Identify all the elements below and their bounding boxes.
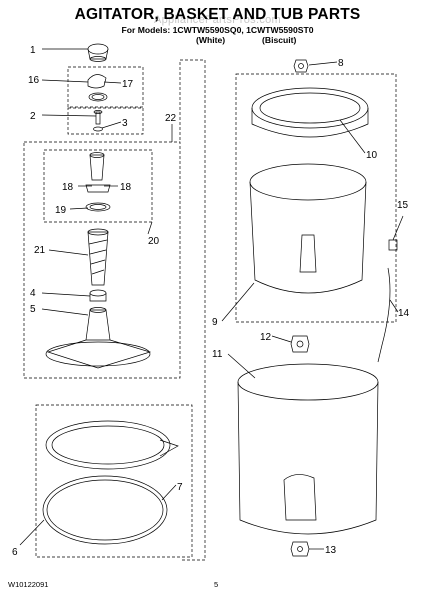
part-7-gasket: [42, 475, 168, 545]
group-box-16-17: [67, 66, 144, 108]
callout-15: 15: [397, 200, 409, 211]
callout-5: 5: [30, 304, 36, 315]
callout-19: 19: [55, 205, 67, 216]
part-3-washer: [93, 126, 103, 132]
group-box-2-3: [67, 107, 144, 135]
part-8-nut: [293, 59, 309, 73]
callout-9: 9: [212, 317, 218, 328]
callout-11: 11: [212, 349, 223, 360]
page-number: 5: [214, 580, 219, 589]
leader-lines: [19, 48, 404, 550]
part-18-dogs: [85, 152, 111, 193]
callout-6: 6: [12, 547, 18, 558]
part-21-auger: [87, 228, 109, 286]
part-13-nut: [290, 541, 310, 557]
part-15-clip: [388, 239, 398, 251]
part-5-agitator-base: [45, 307, 152, 369]
document-code: W10122091: [8, 580, 49, 589]
callout-17: 17: [122, 79, 134, 90]
variant-biscuit: (Biscuit): [262, 35, 297, 45]
part-11-outer-tub: [237, 363, 379, 535]
callout-4: 4: [30, 288, 36, 299]
group-box-basket: [235, 73, 397, 323]
part-6-tub-ring: [45, 420, 179, 470]
callout-12: 12: [260, 332, 272, 343]
part-9-basket: [249, 163, 367, 294]
callout-1: 1: [30, 45, 36, 56]
callout-numbers: 1 16 17 2 3 22 18 18 19 20 21 4 5 6 7 8 …: [12, 45, 410, 558]
part-14-hose: [377, 267, 391, 363]
callout-10: 10: [366, 150, 378, 161]
group-box-tub-ring: [35, 404, 193, 558]
callout-14: 14: [398, 308, 410, 319]
part-12-nut: [290, 335, 310, 353]
callout-7: 7: [177, 482, 183, 493]
part-4-coupling: [89, 289, 107, 302]
group-box-22: [23, 141, 181, 379]
part-19-ring: [85, 202, 111, 212]
variant-white: (White): [196, 35, 226, 45]
model-numbers: For Models: 1CWTW5590SQ0, 1CWTW5590ST0: [121, 25, 314, 35]
callout-8: 8: [338, 58, 344, 69]
part-agitator-cap: [87, 43, 109, 62]
part-10-balance-ring: [251, 87, 369, 138]
part-17-seal: [88, 92, 108, 102]
callout-16: 16: [28, 75, 40, 86]
callout-21: 21: [34, 245, 46, 256]
page-title: AGITATOR, BASKET AND TUB PARTS: [74, 6, 361, 23]
callout-13: 13: [325, 545, 337, 556]
callout-3: 3: [122, 118, 128, 129]
watermark: AppliancePartsPros.com: [153, 14, 282, 26]
callout-20: 20: [148, 236, 160, 247]
connector-dashed: [179, 59, 206, 561]
part-16-cam: [87, 74, 107, 89]
callout-22: 22: [165, 113, 177, 124]
part-2-bolt: [93, 110, 103, 125]
callout-2: 2: [30, 111, 36, 122]
callout-18-right: 18: [120, 182, 132, 193]
callout-18-left: 18: [62, 182, 74, 193]
